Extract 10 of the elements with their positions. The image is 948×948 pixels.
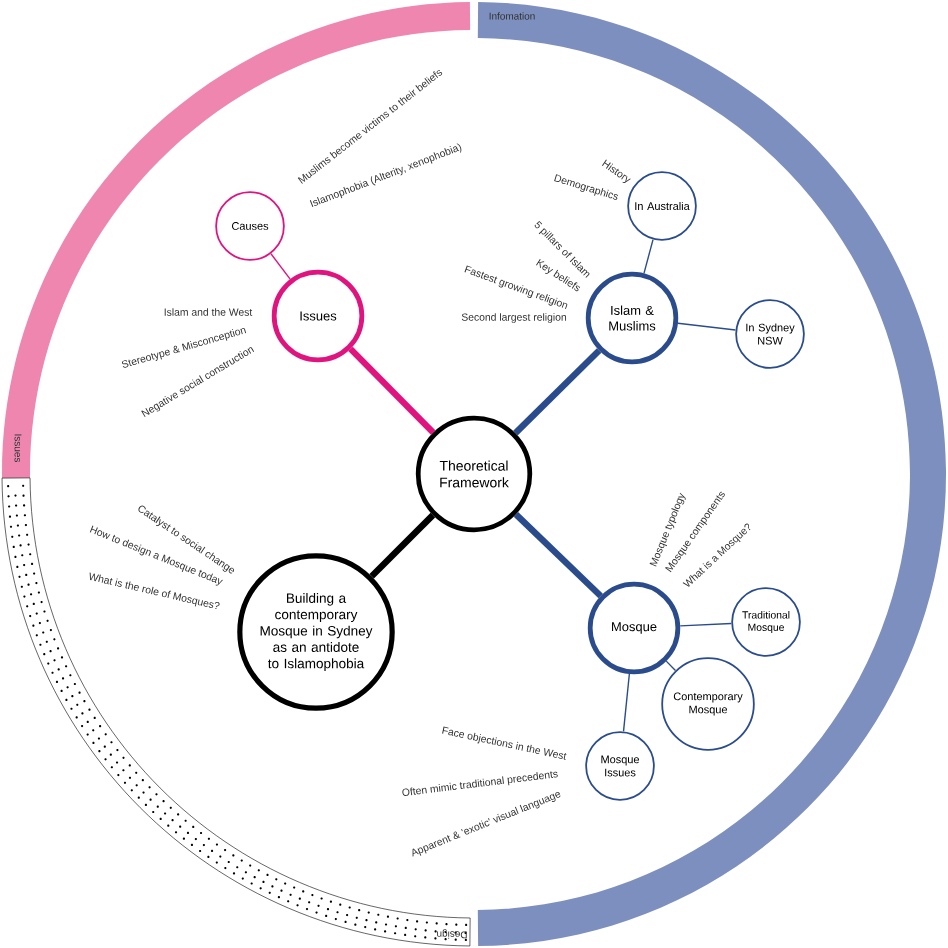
connector-line xyxy=(677,322,737,331)
connector-line xyxy=(369,512,436,579)
connector-line xyxy=(622,673,631,733)
connector-line xyxy=(679,622,732,627)
connector-line xyxy=(513,512,603,599)
connector-line xyxy=(665,660,677,672)
connector-line xyxy=(348,346,436,435)
connector-line xyxy=(513,348,602,436)
connector-line xyxy=(643,238,654,275)
connector-line xyxy=(270,253,291,280)
